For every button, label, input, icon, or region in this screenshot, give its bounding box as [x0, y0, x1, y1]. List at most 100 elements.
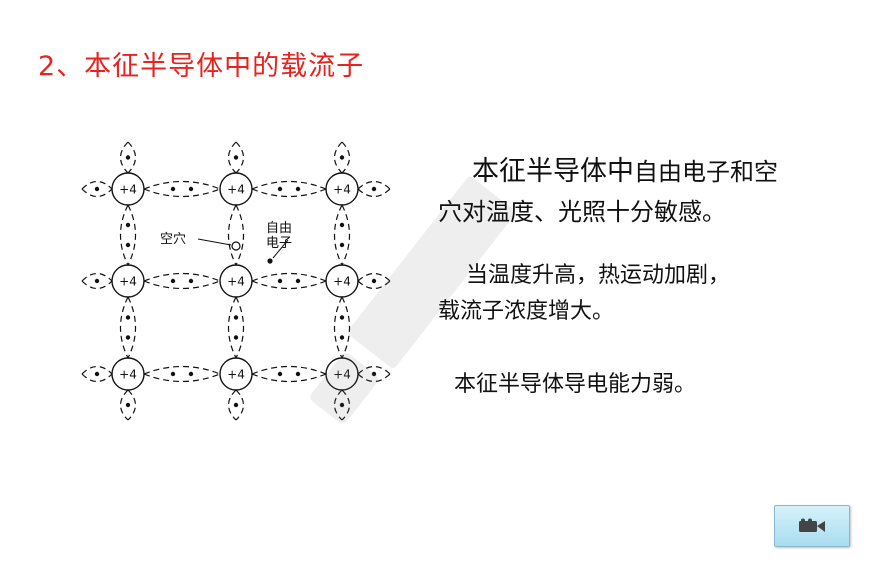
valence-electron [188, 278, 194, 284]
covalent-bond [143, 365, 221, 375]
valence-electron [233, 155, 239, 160]
play-video-button[interactable] [774, 505, 850, 547]
covalent-bond [235, 296, 245, 359]
hole-marker [231, 241, 241, 251]
covalent-bond [143, 188, 221, 198]
valence-electron [188, 371, 194, 377]
paragraph1-lead: 本征半导体中 [472, 156, 634, 187]
covalent-bond [227, 296, 237, 359]
covalent-bond [251, 373, 327, 383]
atom-charge-label: +4 [227, 183, 245, 197]
covalent-bond [341, 141, 351, 174]
hole-pointer [197, 238, 232, 246]
crystal-lattice-diagram: +4+4+4+4+4+4+4+4+4 空穴 自由 电子 [81, 141, 391, 421]
valence-electron [339, 335, 345, 340]
covalent-bond [119, 389, 129, 421]
silicon-atom [219, 172, 253, 206]
covalent-bond [333, 296, 343, 359]
covalent-bond [357, 272, 391, 282]
covalent-bond [333, 141, 343, 174]
atom-charge-label: +4 [227, 368, 245, 382]
silicon-atom [325, 264, 359, 298]
paragraph1-line2: 穴对温度、光照十分敏感。 [438, 198, 726, 226]
valence-electron [371, 186, 377, 192]
covalent-bond [127, 141, 137, 174]
covalent-bond [119, 141, 129, 174]
valence-electron [94, 186, 100, 192]
atom-charge-label: +4 [119, 368, 137, 382]
paragraph-temperature-sensitivity: 本征半导体中自由电子和空 穴对温度、光照十分敏感。 [438, 152, 848, 232]
covalent-bond [333, 389, 343, 421]
valence-electron [339, 155, 345, 160]
valence-electron [125, 315, 131, 320]
covalent-bond [81, 272, 113, 282]
covalent-bond [119, 296, 129, 359]
covalent-bond [357, 365, 391, 375]
covalent-bond [81, 188, 113, 198]
covalent-bond [143, 272, 221, 282]
free-electron-pointer [272, 239, 289, 259]
covalent-bond [81, 365, 113, 375]
paragraph1-rest: 自由电子和空 [634, 158, 778, 186]
valence-electron [125, 155, 131, 160]
valence-electron [170, 186, 176, 192]
covalent-bond [81, 180, 113, 190]
valence-electron [94, 371, 100, 377]
valence-electron [277, 371, 283, 377]
silicon-atom [219, 357, 253, 391]
valence-electron [295, 186, 301, 192]
covalent-bond [235, 389, 245, 421]
valence-electron [125, 222, 131, 228]
valence-electron [339, 222, 345, 228]
covalent-bond [251, 280, 327, 290]
valence-electron [188, 186, 194, 192]
valence-electron [233, 402, 239, 408]
covalent-bond [341, 204, 351, 266]
silicon-atom [325, 357, 359, 391]
covalent-bond [251, 272, 327, 282]
covalent-bond [251, 365, 327, 375]
covalent-bond [235, 204, 245, 266]
covalent-bond [341, 389, 351, 421]
slide-title: 2、本征半导体中的载流子 [38, 51, 365, 82]
valence-electron [233, 335, 239, 340]
covalent-bond [341, 296, 351, 359]
valence-electron [170, 371, 176, 377]
covalent-bond [251, 180, 327, 190]
covalent-bond [119, 204, 129, 266]
covalent-bond [357, 180, 391, 190]
free-electron-label-1: 自由 [266, 221, 292, 236]
atom-charge-label: +4 [119, 183, 137, 197]
covalent-bond [143, 373, 221, 383]
valence-electron [295, 371, 301, 377]
atom-charge-label: +4 [119, 275, 137, 289]
covalent-bond [227, 141, 237, 174]
paragraph2-line1: 当温度升高，热运动加剧， [466, 263, 731, 288]
free-electron-label-2: 电子 [266, 236, 292, 251]
covalent-bond [127, 204, 137, 266]
silicon-atom [111, 357, 145, 391]
silicon-atom [219, 264, 253, 298]
atom-charge-label: +4 [333, 368, 351, 382]
valence-electron [125, 402, 131, 408]
covalent-bond [333, 204, 343, 266]
covalent-bond [235, 141, 245, 174]
valence-electron [125, 335, 131, 340]
covalent-bond [127, 389, 137, 421]
valence-electron [233, 315, 239, 320]
covalent-bond [143, 180, 221, 190]
covalent-bond [143, 280, 221, 290]
valence-electron [277, 186, 283, 192]
video-camera-icon [799, 518, 825, 532]
valence-electron [295, 278, 301, 284]
valence-electron [94, 278, 100, 284]
atom-charge-label: +4 [333, 275, 351, 289]
paragraph-temperature-rise: 当温度升高，热运动加剧， 载流子浓度增大。 [438, 258, 848, 330]
covalent-bond [357, 188, 391, 198]
atom-charge-label: +4 [333, 183, 351, 197]
valence-electron [170, 278, 176, 284]
covalent-bond [227, 204, 237, 266]
covalent-bond [227, 389, 237, 421]
silicon-atom [111, 172, 145, 206]
covalent-bond [251, 188, 327, 198]
